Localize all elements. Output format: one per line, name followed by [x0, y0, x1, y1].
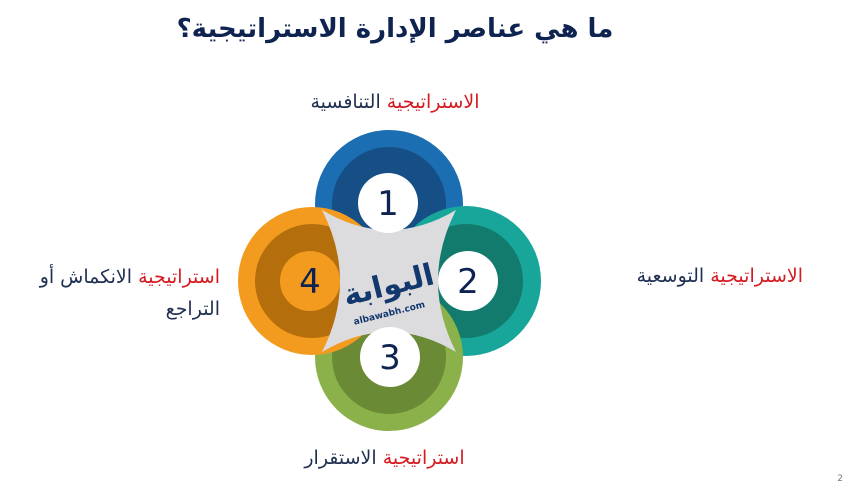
element-label-2-red: الاستراتيجية [710, 265, 803, 287]
number-3: 3 [379, 338, 401, 378]
number-disc-1: 1 [358, 173, 418, 233]
element-label-1-red: الاستراتيجية [386, 91, 480, 113]
element-label-4: استراتيجية الانكماش أو التراجع [5, 261, 220, 325]
element-label-1: الاستراتيجية التنافسية [290, 91, 500, 113]
element-label-2: الاستراتيجية التوسعية [598, 265, 803, 287]
number-4: 4 [299, 262, 321, 302]
number-disc-4: 4 [280, 251, 340, 311]
page-number: 2 [837, 474, 843, 484]
number-disc-3: 3 [360, 327, 420, 387]
number-2: 2 [457, 262, 479, 302]
element-label-3: استراتيجية الاستقرار [292, 447, 477, 469]
page-title: ما هي عناصر الإدارة الاستراتيجية؟ [176, 14, 614, 44]
element-label-4-dark: الانكماش أو التراجع [39, 266, 220, 320]
element-label-2-dark: التوسعية [636, 265, 705, 287]
element-label-3-dark: الاستقرار [304, 447, 377, 469]
number-1: 1 [377, 184, 399, 224]
element-label-4-red: استراتيجية [138, 266, 220, 288]
center-hub [322, 210, 456, 352]
element-label-3-red: استراتيجية [382, 447, 465, 469]
number-disc-2: 2 [438, 251, 498, 311]
element-label-1-dark: التنافسية [310, 91, 381, 113]
